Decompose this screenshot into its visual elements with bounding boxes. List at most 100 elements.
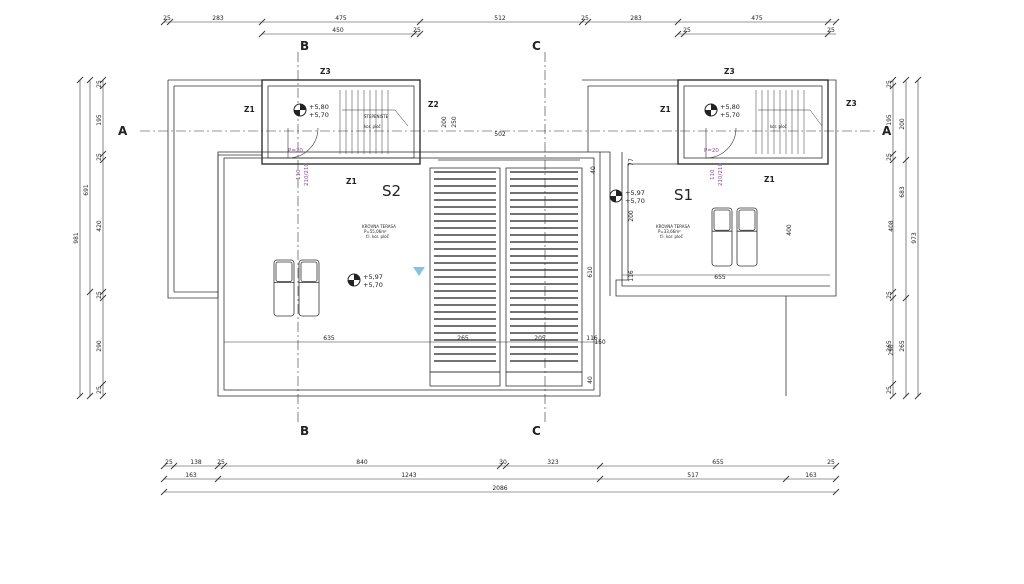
marker-z1-right: Z1 — [660, 105, 671, 114]
level-markers: +5,80+5,70+5,80+5,70+5,97+5,70+5,97+5,70 — [293, 103, 740, 289]
level-bottom-value: +5,70 — [625, 197, 645, 205]
dim-tick — [596, 475, 604, 483]
dimension-label: 200 — [628, 210, 635, 222]
terrace-s1-edge — [600, 151, 611, 296]
dimension-label: 25 — [886, 80, 893, 88]
dimension-label: 840 — [356, 459, 368, 466]
dimension-label: 1243 — [401, 472, 416, 479]
dimension-label: 265 — [886, 340, 893, 352]
dimension-label: 25 — [96, 153, 103, 161]
dim-tick — [214, 462, 222, 470]
dim-tick — [889, 294, 897, 302]
dimension-label: 77 — [628, 158, 635, 166]
room-right-area: P=33,66m² — [658, 229, 681, 234]
marker-z1-left: Z1 — [244, 105, 255, 114]
stair-box-right-inner — [683, 85, 823, 159]
dim-tick — [902, 156, 910, 164]
sun-lounger-icon — [736, 207, 758, 267]
stairs-right-arrow — [758, 109, 823, 127]
level-top-value: +5,97 — [363, 273, 383, 281]
dimension-label: 475 — [335, 15, 347, 22]
dim-tick — [584, 18, 592, 26]
dimension-label: 205 — [534, 335, 546, 342]
stair-box-left — [261, 79, 421, 165]
dimension-label: 691 — [83, 184, 90, 196]
dimension-label: 25 — [96, 386, 103, 394]
door-right-p: P=20 — [704, 148, 719, 154]
dim-tick — [832, 475, 840, 483]
dimension-ticks — [76, 18, 922, 496]
level-marker-icon: +5,80+5,70 — [704, 103, 740, 119]
dim-tick — [220, 462, 228, 470]
marker-z3-right: Z3 — [846, 99, 857, 108]
unit-s1: S1 — [674, 186, 693, 204]
dimension-label: 40 — [587, 376, 594, 384]
dim-tick — [86, 392, 94, 400]
dimension-label: 150 — [594, 339, 606, 346]
level-top-value: +5,80 — [309, 103, 329, 111]
dimension-label: 25 — [96, 291, 103, 299]
dim-tick — [76, 76, 84, 84]
room-right-floor: f.l. kor. ploč — [660, 234, 683, 239]
dim-tick — [76, 392, 84, 400]
terrace-s2 — [217, 151, 601, 397]
dim-tick — [578, 18, 586, 26]
stair-note-left-2: kor. ploč — [364, 124, 381, 129]
dim-tick — [99, 156, 107, 164]
dimension-label: 25 — [96, 80, 103, 88]
dim-tick — [160, 475, 168, 483]
marker-z1-left-b: Z1 — [346, 177, 357, 186]
dimension-label: 420 — [96, 220, 103, 232]
dimension-label: 25 — [163, 15, 171, 22]
dimension-label: 283 — [630, 15, 642, 22]
dim-tick — [502, 462, 510, 470]
level-top-value: +5,97 — [625, 189, 645, 197]
level-marker-icon: +5,97+5,70 — [347, 273, 383, 289]
dimension-label: 40 — [590, 166, 597, 174]
stair-note-left: STEPENIŠTE — [364, 114, 389, 119]
dimension-label: 265 — [899, 340, 906, 352]
section-b-top: B — [300, 39, 309, 53]
stair-box-right — [677, 79, 829, 165]
dimension-label: 502 — [494, 131, 506, 138]
dimension-label: 517 — [687, 472, 699, 479]
sun-lounger-icon — [298, 259, 320, 317]
skylight-right-base — [505, 371, 583, 387]
stair-note-right-2: kor. ploč — [770, 124, 787, 129]
level-bottom-value: +5,70 — [309, 111, 329, 119]
section-c-top: C — [532, 39, 541, 53]
dim-tick — [596, 462, 604, 470]
dimension-label: 195 — [96, 114, 103, 126]
dim-tick — [99, 392, 107, 400]
dim-tick — [889, 150, 897, 158]
dim-tick — [832, 18, 840, 26]
sun-lounger-icon — [273, 259, 295, 317]
dimension-label: 25 — [886, 291, 893, 299]
dimension-lines — [79, 21, 919, 493]
dim-tick — [99, 82, 107, 90]
dimension-label: 30 — [499, 459, 507, 466]
dimension-label: 475 — [751, 15, 763, 22]
skylight-left-base — [429, 371, 501, 387]
dimension-label: 290 — [96, 340, 103, 352]
dimension-label: 200 — [899, 118, 906, 130]
door-right-h: 210/210 — [718, 163, 724, 186]
level-marker-icon: +5,97+5,70 — [609, 189, 645, 205]
dimension-label: 25 — [217, 459, 225, 466]
stairs-left — [339, 90, 389, 154]
dimension-label: 25 — [886, 153, 893, 161]
dim-tick — [680, 30, 688, 38]
dim-tick — [86, 288, 94, 296]
dim-tick — [160, 18, 168, 26]
dim-tick — [914, 76, 922, 84]
dim-tick — [889, 288, 897, 296]
door-right — [705, 127, 737, 159]
dimension-label: 138 — [190, 459, 202, 466]
dimension-label: 655 — [712, 459, 724, 466]
dim-tick — [889, 392, 897, 400]
dimension-label: 116 — [628, 270, 635, 282]
dim-tick — [99, 76, 107, 84]
dimension-label: 610 — [587, 266, 594, 278]
dimension-label: 250 — [451, 116, 458, 128]
